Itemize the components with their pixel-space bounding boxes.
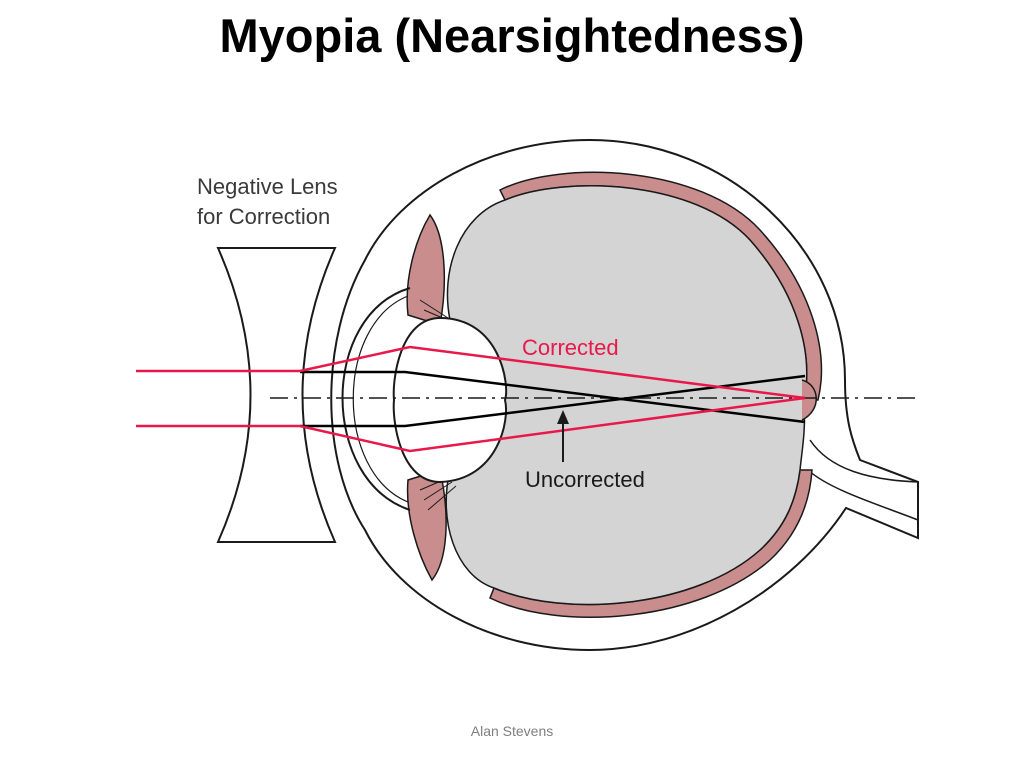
slide-footer: Alan Stevens	[470, 723, 554, 739]
uncorrected-label: Uncorrected	[525, 467, 645, 492]
negative-lens	[216, 247, 337, 543]
uncorrected-rays	[300, 370, 806, 428]
corrected-rays	[136, 345, 806, 453]
ciliary-body-upper	[406, 213, 446, 326]
lens-label-line1: Negative Lens	[197, 174, 338, 199]
corrected-label: Corrected	[522, 335, 619, 360]
slide-title: Myopia (Nearsightedness)	[219, 9, 805, 62]
arrow-head-icon	[557, 410, 569, 424]
optic-disc	[801, 379, 817, 421]
optic-nerve	[807, 439, 919, 521]
lens-label-line2: for Correction	[197, 204, 330, 229]
ciliary-body-lower	[406, 469, 447, 582]
crystalline-lens	[392, 316, 508, 484]
